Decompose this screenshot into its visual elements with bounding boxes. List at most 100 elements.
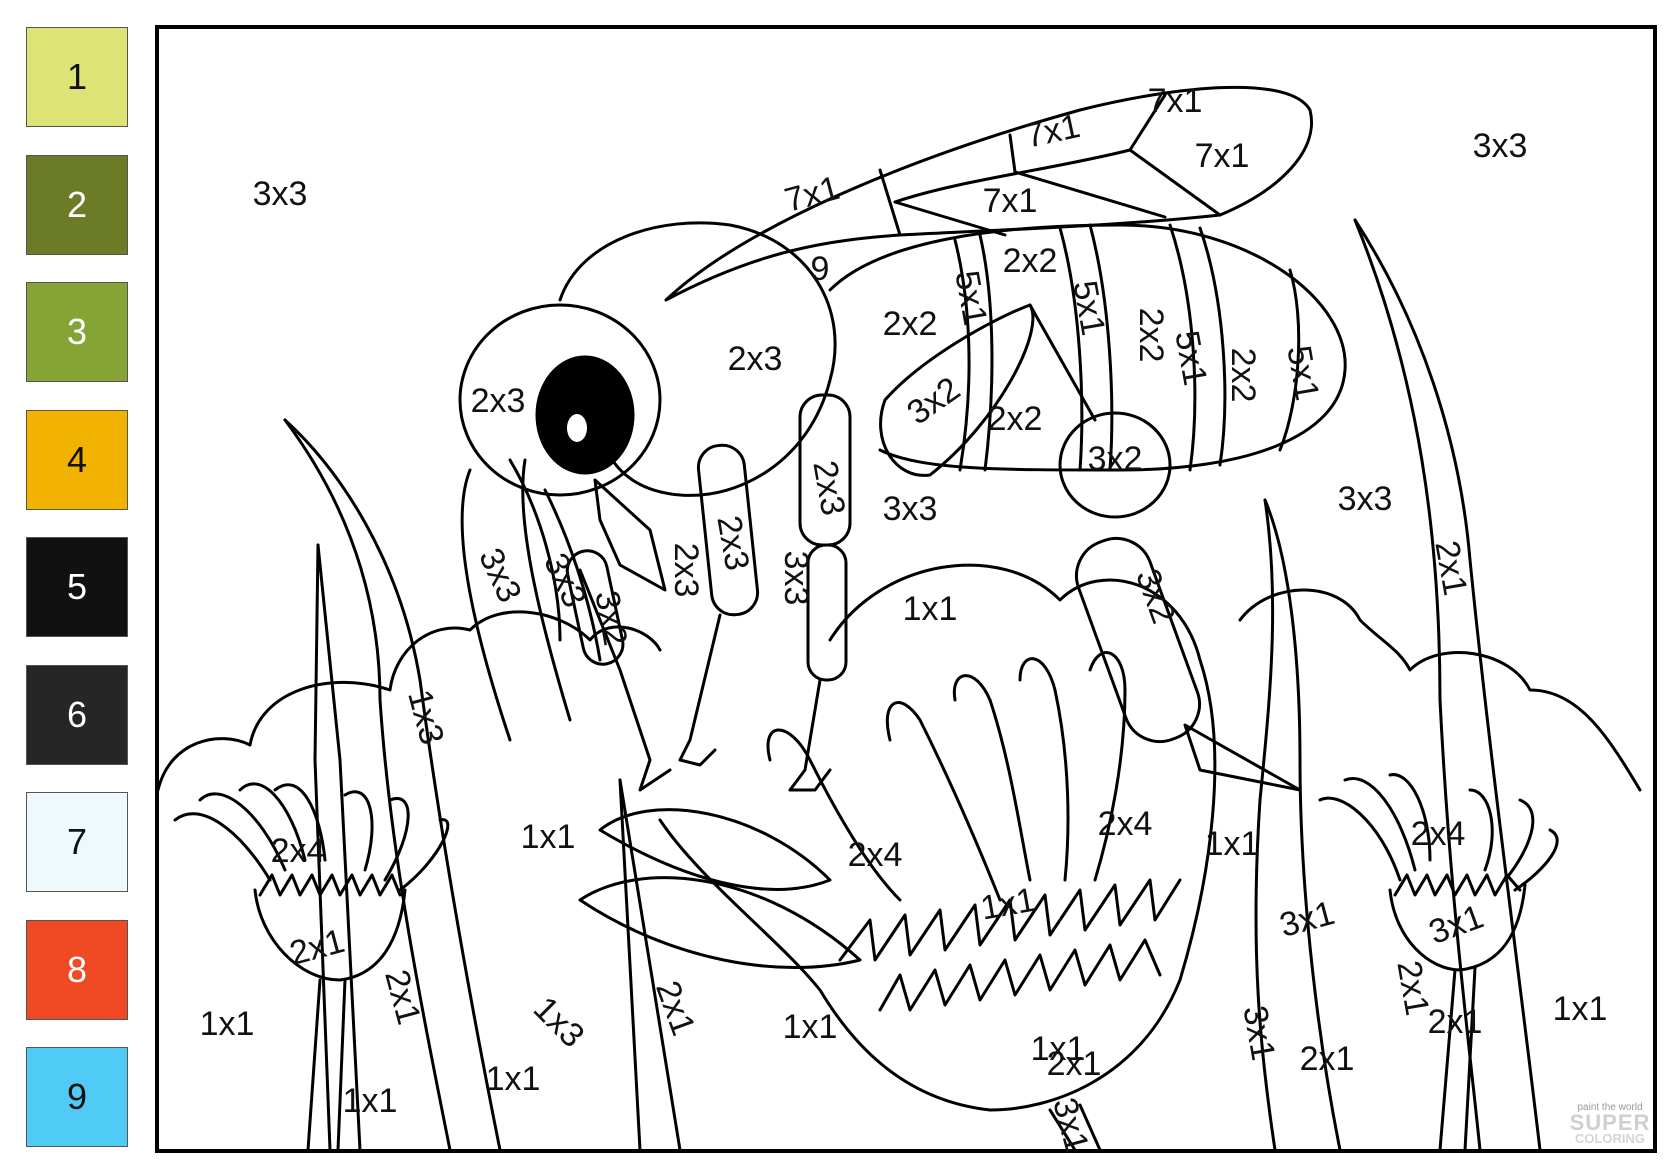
left-bush-outline [156, 610, 662, 792]
legend-swatch-3: 3 [26, 282, 128, 382]
region-label: 2x2 [1132, 308, 1170, 363]
abdomen-stripe-7 [1278, 268, 1301, 452]
bee-head-outline [458, 303, 662, 497]
region-label: 3x3 [471, 542, 529, 608]
region-label: 3x3 [536, 547, 594, 613]
region-label: 7x1 [781, 169, 844, 220]
flower-stem [1048, 1103, 1102, 1152]
grass-blade-2 [283, 418, 452, 1152]
central-flower-petal-1 [885, 701, 1002, 902]
region-label: 3x3 [253, 175, 308, 213]
region-label: 1x1 [1205, 825, 1260, 863]
abdomen-stripe-1 [953, 238, 971, 472]
wing-vein-5 [893, 200, 1007, 237]
region-label: 3x3 [1338, 480, 1393, 518]
region-label: 2x1 [1427, 538, 1474, 599]
bee-eye-highlight [567, 414, 587, 442]
legend-swatch-6: 6 [26, 664, 128, 765]
left-daisy-head [253, 888, 407, 982]
region-label: 2x2 [988, 400, 1043, 438]
wing-vein-4 [893, 148, 1132, 204]
wing-vein-2 [1008, 133, 1017, 174]
bee-abdomen-outline [828, 223, 1347, 472]
region-label: 1x3 [526, 989, 592, 1055]
region-label: 7x1 [1148, 82, 1203, 120]
front-leg-left [578, 568, 672, 792]
front-leg-foot [678, 613, 722, 767]
central-flower-zigzag [838, 878, 1182, 962]
region-label: 3x3 [883, 490, 938, 528]
central-flower-petal-2 [952, 674, 1032, 882]
region-label: 2x1 [286, 922, 349, 973]
region-label: 2x1 [377, 966, 428, 1029]
region-label: 7x1 [1195, 137, 1250, 175]
grass-blade-10 [618, 778, 682, 1152]
region-label: 1x1 [200, 1005, 255, 1043]
region-label: 1x1 [978, 881, 1039, 928]
abdomen-stripe-4 [1088, 223, 1114, 472]
region-label: 3x1 [1276, 894, 1339, 945]
right-bush-outline [1238, 588, 1642, 792]
front-leg-segment-a [565, 549, 625, 666]
grass-blade-4 [316, 543, 362, 1152]
bee-tongue-left [508, 458, 562, 642]
central-flower-petal-4 [1088, 651, 1127, 882]
grass-blade-5 [1353, 218, 1542, 1152]
region-label: 3x2 [1088, 440, 1143, 478]
central-flower-petal-5 [766, 728, 902, 902]
region-label: 3x1 [1045, 1094, 1096, 1157]
region-label: 2x1 [1300, 1040, 1355, 1078]
left-daisy-zigzag [258, 873, 402, 897]
region-label: 2x1 [1389, 958, 1436, 1019]
wing-vein-6 [1013, 170, 1167, 219]
region-label: 1x1 [1553, 990, 1608, 1028]
wing-vein-1 [878, 168, 902, 237]
region-label: 5x1 [1279, 343, 1326, 404]
flower-leaf-left-2 [578, 876, 862, 969]
region-label: 5x1 [1065, 278, 1112, 339]
region-label: 2x3 [667, 543, 705, 598]
region-label: 2x3 [728, 340, 783, 378]
right-daisy-zigzag [1393, 873, 1522, 897]
region-label: 1x1 [486, 1060, 541, 1098]
abdomen-stripe-2 [978, 233, 994, 472]
legend-swatch-8: 8 [26, 919, 128, 1020]
region-label: 2x4 [1411, 815, 1466, 853]
central-flower-zigzag-2 [878, 938, 1162, 1012]
central-flower-petal-3 [1018, 657, 1070, 882]
abdomen-stripe-6 [1198, 226, 1227, 467]
hind-leg-claw [1183, 723, 1302, 792]
region-label: 1x1 [521, 818, 576, 856]
region-label: 2x1 [1047, 1045, 1102, 1083]
region-label: 2x4 [271, 832, 326, 870]
region-label: 2x1 [1428, 1003, 1483, 1041]
region-label: 3x2 [587, 588, 634, 649]
super-coloring-watermark: paint the world SUPER COLORING [1565, 1102, 1655, 1145]
abdomen-stripe-3 [1058, 226, 1084, 472]
right-daisy-stem [1438, 966, 1477, 1152]
region-label: 2x1 [648, 976, 702, 1041]
region-label: 7x1 [1022, 107, 1084, 156]
region-label: 3x1 [1424, 897, 1489, 951]
left-daisy-petals [173, 782, 450, 892]
bee-thorax-outline [558, 221, 837, 497]
region-label: 2x4 [1098, 805, 1153, 843]
bee-mouth [593, 478, 667, 592]
region-label: 1x3 [400, 686, 451, 749]
grass-blade-8 [1254, 498, 1277, 1152]
region-label: 5x1 [1167, 328, 1214, 389]
region-label: 2x4 [848, 836, 903, 874]
mid-leg-segment-b [806, 543, 848, 682]
legend-swatch-4: 4 [26, 409, 128, 510]
region-label: 2x3 [471, 382, 526, 420]
bee-wing-outline [664, 85, 1313, 302]
right-daisy-head [1388, 883, 1527, 972]
hind-leg-upper [879, 303, 1035, 477]
grass-blade-7 [1263, 498, 1342, 1152]
region-label: 7x1 [983, 182, 1038, 220]
abdomen-stripe-5 [1168, 223, 1197, 472]
watermark-brand: SUPER [1569, 1110, 1651, 1135]
legend-swatch-2: 2 [26, 154, 128, 255]
